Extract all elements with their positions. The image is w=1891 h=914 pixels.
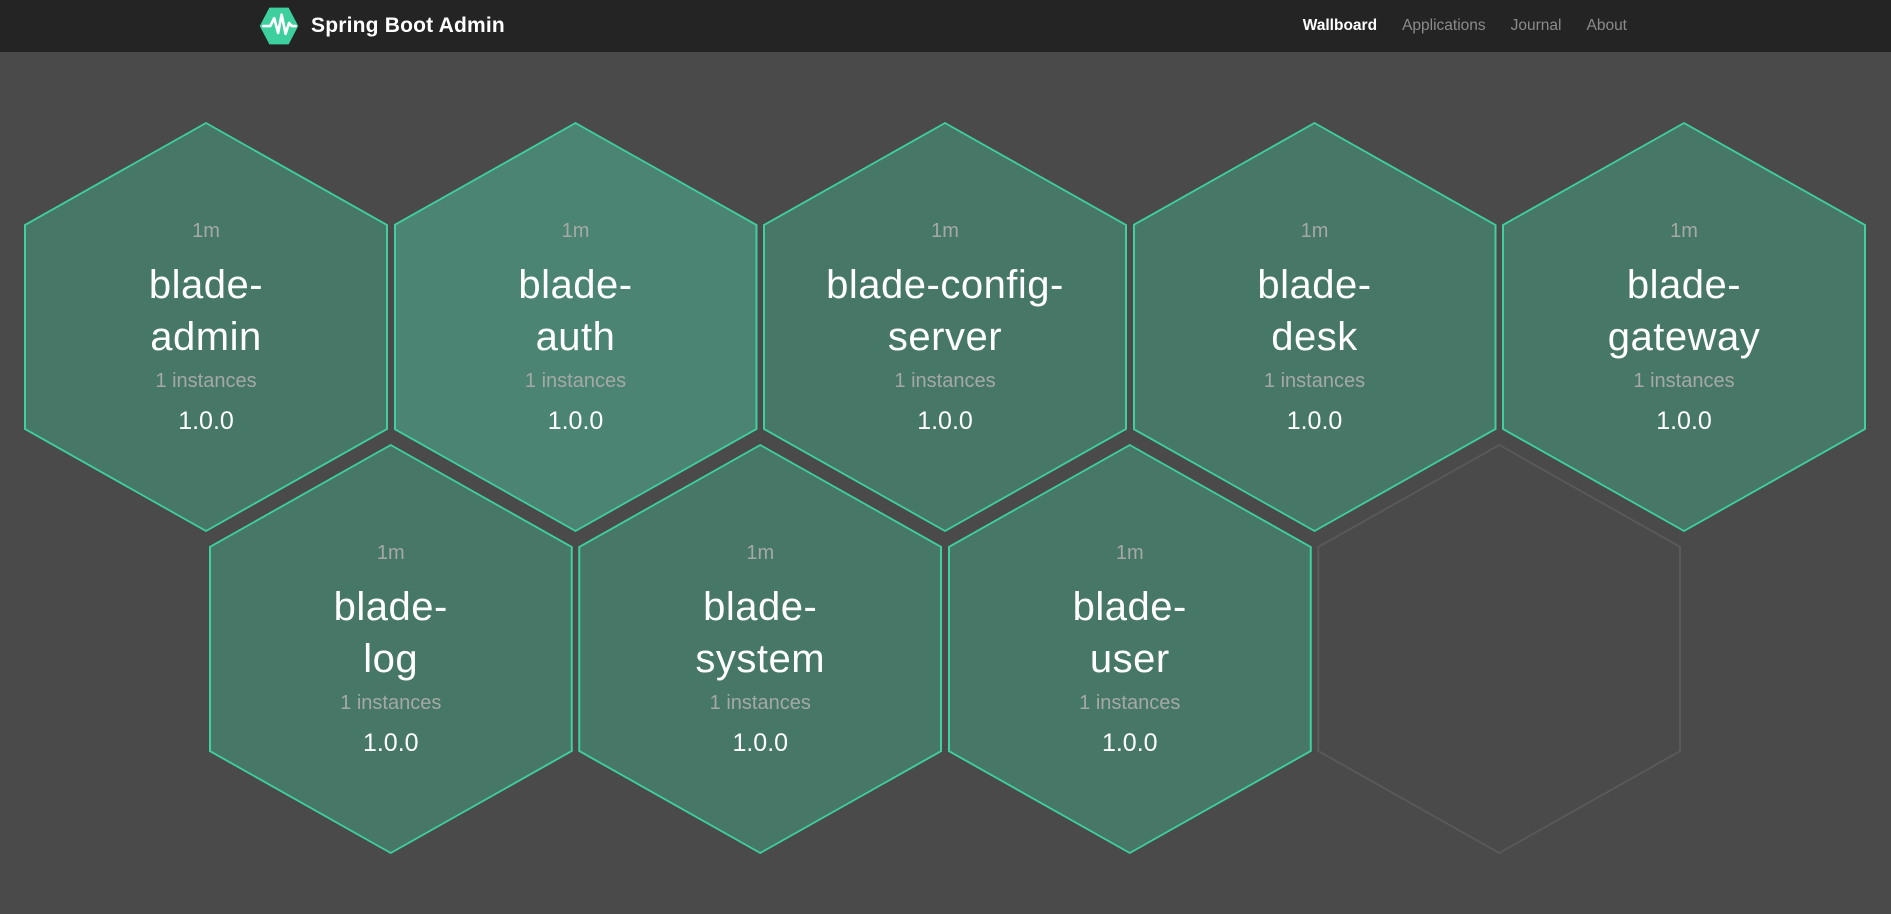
app-name: blade- user <box>1072 585 1187 681</box>
hexagon-fill <box>1319 446 1680 852</box>
wallboard: 1m blade- admin 1 instances 1.0.0 1m blade- a… <box>0 52 1891 914</box>
hexagon-placeholder <box>1317 444 1682 854</box>
hexagon-content: 1m blade- system 1 instances 1.0.0 <box>578 444 942 854</box>
app-instances-count: 1 instances <box>1079 692 1181 714</box>
hexagon-app-blade-user[interactable]: 1m blade- user 1 instances 1.0.0 <box>947 444 1312 854</box>
app-version: 1.0.0 <box>178 407 234 435</box>
nav-item-about[interactable]: About <box>1586 17 1627 34</box>
app-uptime: 1m <box>931 220 959 242</box>
app-version: 1.0.0 <box>547 407 604 435</box>
app-name: blade- desk <box>1257 263 1372 359</box>
spring-boot-admin-logo-icon <box>259 7 299 45</box>
hexagon-content: 1m blade- user 1 instances 1.0.0 <box>948 444 1312 854</box>
app-name: blade- admin <box>148 263 264 359</box>
hexagon-app-blade-system[interactable]: 1m blade- system 1 instances 1.0.0 <box>578 444 943 854</box>
hexagon-content: 1m blade- desk 1 instances 1.0.0 <box>1133 122 1497 532</box>
hexagon-fill <box>580 446 941 852</box>
app-version: 1.0.0 <box>1656 407 1712 435</box>
hexagon-app-blade-admin[interactable]: 1m blade- admin 1 instances 1.0.0 <box>24 122 388 532</box>
hexagon-app-blade-log[interactable]: 1m blade- log 1 instances 1.0.0 <box>208 444 573 854</box>
app-version: 1.0.0 <box>362 729 419 757</box>
hexagon-content: 1m blade- admin 1 instances 1.0.0 <box>24 122 388 532</box>
app-version: 1.0.0 <box>917 407 973 435</box>
hexagon-app-blade-desk[interactable]: 1m blade- desk 1 instances 1.0.0 <box>1132 122 1497 532</box>
app-name: blade- log <box>333 585 448 681</box>
app-uptime: 1m <box>561 220 590 242</box>
app-uptime: 1m <box>746 542 775 564</box>
nav-item-wallboard[interactable]: Wallboard <box>1302 17 1378 34</box>
hexagon-fill <box>210 446 571 852</box>
app-instances-count: 1 instances <box>340 692 442 714</box>
hexagon-content: 1m blade- auth 1 instances 1.0.0 <box>394 122 758 532</box>
hexagon-app-blade-auth[interactable]: 1m blade- auth 1 instances 1.0.0 <box>393 122 758 532</box>
hexagon-app-blade-gateway[interactable]: 1m blade- gateway 1 instances 1.0.0 <box>1502 122 1866 532</box>
app-uptime: 1m <box>1670 220 1698 242</box>
hexagon-content: 1m blade-config- server 1 instances 1.0.0 <box>763 122 1127 532</box>
app-version: 1.0.0 <box>1286 407 1343 435</box>
app-name: blade-config- server <box>826 263 1064 359</box>
hexagon-content: 1m blade- gateway 1 instances 1.0.0 <box>1502 122 1866 532</box>
app-version: 1.0.0 <box>732 729 789 757</box>
app-name: blade- gateway <box>1607 263 1761 359</box>
hexagon-app-blade-config-server[interactable]: 1m blade-config- server 1 instances 1.0.0 <box>763 122 1127 532</box>
hexagon-fill <box>949 446 1310 852</box>
app-instances-count: 1 instances <box>155 370 257 392</box>
nav-item-applications[interactable]: Applications <box>1402 17 1486 34</box>
app-uptime: 1m <box>1300 220 1329 242</box>
brand-title: Spring Boot Admin <box>311 14 505 37</box>
app-instances-count: 1 instances <box>709 692 811 714</box>
app-instances-count: 1 instances <box>894 370 996 392</box>
app-uptime: 1m <box>376 542 405 564</box>
brand[interactable]: Spring Boot Admin <box>258 5 505 47</box>
app-instances-count: 1 instances <box>1633 370 1735 392</box>
nav-item-journal[interactable]: Journal <box>1510 17 1562 34</box>
main-nav: Wallboard Applications Journal About <box>1303 17 1627 35</box>
app-name: blade- system <box>695 585 826 681</box>
top-navbar: Spring Boot Admin Wallboard Applications J… <box>0 0 1891 52</box>
app-version: 1.0.0 <box>1101 729 1158 757</box>
app-instances-count: 1 instances <box>1263 370 1366 392</box>
app-name: blade- auth <box>518 263 633 359</box>
app-uptime: 1m <box>1115 542 1144 564</box>
hexagon-content: 1m blade- log 1 instances 1.0.0 <box>209 444 573 854</box>
app-instances-count: 1 instances <box>524 370 627 392</box>
app-uptime: 1m <box>192 220 220 242</box>
